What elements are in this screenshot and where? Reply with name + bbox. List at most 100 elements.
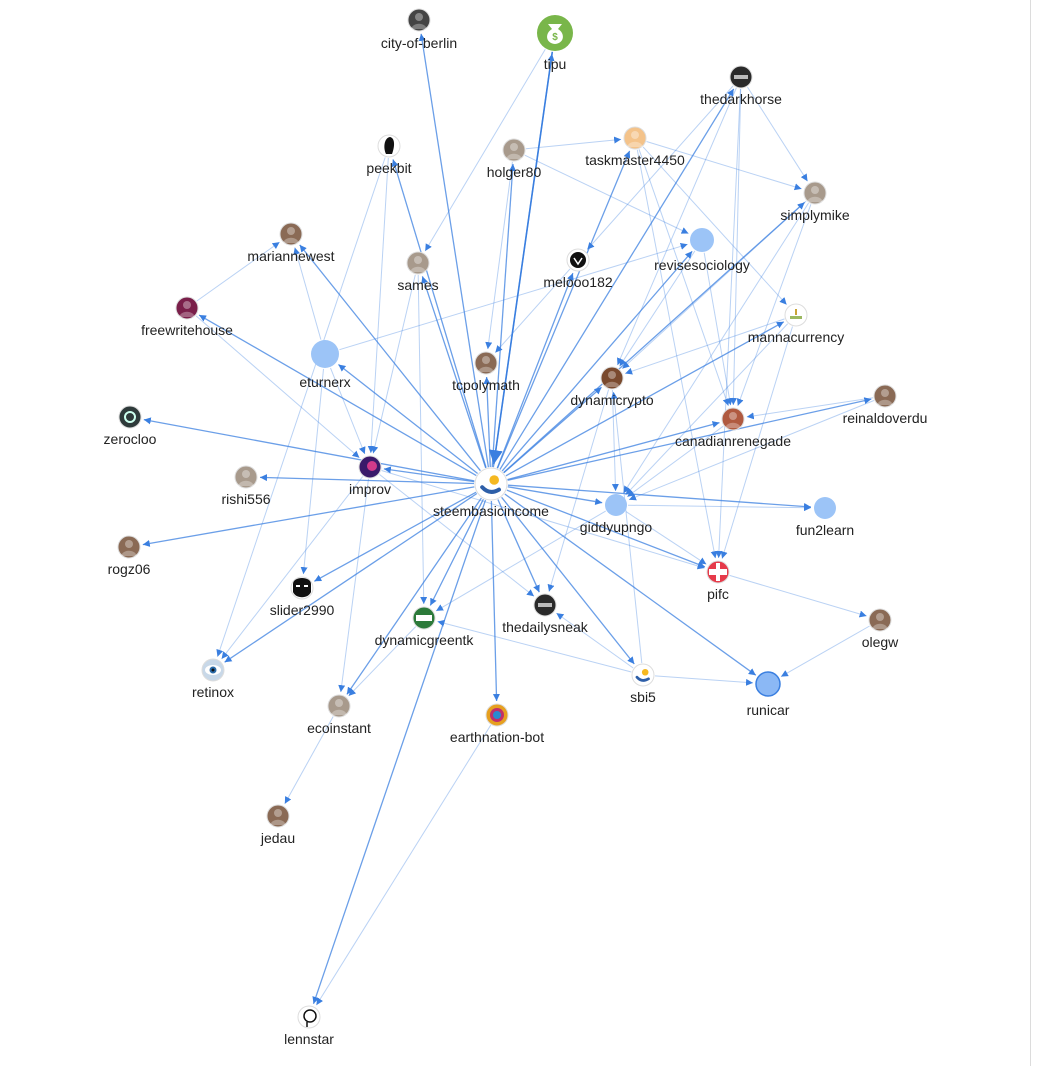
node-melooo182[interactable]: melooo182 [543, 248, 613, 290]
edge-steembasicincome-to-rogz06 [142, 486, 475, 547]
edge-sbi5-to-dynamicrypto [610, 391, 643, 664]
edge-sames-to-dynamicgreentk [417, 274, 428, 605]
edge-steembasicincome-to-rishi556 [259, 474, 475, 485]
node-label: eturnerx [299, 374, 350, 390]
edge-giddyupngo-to-fun2learn [627, 504, 812, 512]
node-label: mariannewest [247, 248, 334, 264]
node-label: tipu [544, 56, 567, 72]
node-label: taskmaster4450 [585, 152, 685, 168]
node-label: canadianrenegade [675, 433, 791, 449]
node-tipu[interactable]: $tipu [537, 15, 573, 72]
node-label: sames [397, 277, 438, 293]
edge-steembasicincome-to-simplymike [503, 201, 806, 474]
node-slider2990[interactable]: slider2990 [270, 576, 335, 618]
flag-avatar-icon [706, 560, 730, 584]
node-label: dynamicrypto [570, 392, 653, 408]
node-giddyupngo[interactable]: giddyupngo [580, 494, 653, 535]
edge-steembasicincome-to-holger80 [491, 163, 517, 468]
edge-freewritehouse-to-improv [195, 315, 360, 459]
edge-steembasicincome-to-peekbit [391, 159, 487, 468]
edge-freewritehouse-to-mariannewest [196, 241, 280, 302]
couple-avatar-icon [721, 407, 745, 431]
default-node-icon [605, 494, 627, 516]
green-badge-avatar-icon [412, 606, 436, 630]
node-label: jedau [260, 830, 295, 846]
edge-steembasicincome-to-revisesociology [501, 250, 693, 472]
node-mariannewest[interactable]: mariannewest [247, 222, 335, 264]
silhouette-avatar-icon [377, 134, 401, 158]
edge-steembasicincome-to-improv [383, 466, 475, 483]
node-peekbit[interactable]: peekbit [366, 134, 412, 176]
node-rogz06[interactable]: rogz06 [108, 535, 151, 577]
node-reinaldoverdu[interactable]: reinaldoverdu [843, 384, 928, 426]
node-steembasicincome[interactable]: steembasicincome [433, 467, 549, 519]
node-jedau[interactable]: jedau [260, 804, 295, 846]
edge-ecoinstant-to-jedau [284, 716, 334, 805]
edge-eturnerx-to-revisesociology [339, 242, 688, 351]
node-label: tcpolymath [452, 377, 520, 393]
node-revisesociology[interactable]: revisesociology [654, 228, 750, 273]
edge-steembasicincome-to-sbi5 [501, 496, 635, 665]
edge-tipu-to-sames [424, 49, 546, 252]
node-sbi5[interactable]: sbi5 [630, 663, 656, 705]
eye-avatar-icon [201, 658, 225, 682]
node-lennstar[interactable]: lennstar [284, 1005, 334, 1047]
dark-badge-avatar-icon [729, 65, 753, 89]
node-fun2learn[interactable]: fun2learn [796, 497, 854, 538]
node-rishi556[interactable]: rishi556 [221, 465, 271, 507]
edge-steembasicincome-to-earthnation-bot [490, 500, 500, 702]
edge-tipu-to-steembasicincome [488, 51, 554, 465]
node-retinox[interactable]: retinox [192, 658, 234, 700]
edge-steembasicincome-to-retinox [224, 492, 478, 663]
edge-steembasicincome-to-taskmaster4450 [496, 150, 631, 469]
node-label: zerocloo [104, 431, 157, 447]
node-runicar[interactable]: runicar [747, 671, 790, 718]
node-freewritehouse[interactable]: freewritehouse [141, 296, 233, 338]
node-thedarkhorse[interactable]: thedarkhorse [700, 65, 782, 107]
face-sketch-avatar-icon [297, 1005, 321, 1029]
scrollbar-track[interactable] [1030, 0, 1031, 1066]
edge-holger80-to-revisesociology [524, 154, 689, 234]
edge-holger80-to-taskmaster4450 [525, 136, 622, 150]
node-eturnerx[interactable]: eturnerx [299, 340, 351, 390]
node-canadianrenegade[interactable]: canadianrenegade [675, 407, 791, 449]
edge-dynamicgreentk-to-ecoinstant [348, 626, 417, 697]
node-city-of-berlin[interactable]: city-of-berlin [381, 8, 457, 51]
node-simplymike[interactable]: simplymike [780, 181, 850, 223]
default-node-icon [690, 228, 714, 252]
node-olegw[interactable]: olegw [862, 608, 899, 650]
node-layer: steembasicincome city-of-berlin $tipu theda… [104, 8, 928, 1047]
photo-avatar-icon [803, 181, 827, 205]
edge-taskmaster4450-to-pifc [636, 149, 718, 559]
node-taskmaster4450[interactable]: taskmaster4450 [585, 126, 685, 168]
node-sames[interactable]: sames [397, 251, 439, 293]
node-label: steembasicincome [433, 503, 549, 519]
node-zerocloo[interactable]: zerocloo [104, 405, 157, 447]
node-ecoinstant[interactable]: ecoinstant [307, 694, 371, 736]
edge-sames-to-improv [371, 274, 416, 454]
edge-steembasicincome-to-thedailysneak [497, 499, 540, 593]
edge-steembasicincome-to-slider2990 [313, 491, 477, 582]
photo-avatar-icon [502, 138, 526, 162]
node-dynamicgreentk[interactable]: dynamicgreentk [375, 606, 475, 648]
edge-pifc-to-olegw [729, 574, 867, 618]
edge-revisesociology-to-dynamicrypto [619, 250, 696, 367]
edge-sbi5-to-thedailysneak [556, 612, 634, 669]
node-mannacurrency[interactable]: mannacurrency [748, 303, 845, 345]
crypto-avatar-icon [600, 366, 624, 390]
node-holger80[interactable]: holger80 [487, 138, 542, 180]
node-dynamicrypto[interactable]: dynamicrypto [570, 366, 654, 408]
node-thedailysneak[interactable]: thedailysneak [502, 593, 589, 635]
node-pifc[interactable]: pifc [706, 560, 730, 602]
node-tcpolymath[interactable]: tcpolymath [452, 351, 520, 393]
edge-steembasicincome-to-city-of-berlin [418, 33, 490, 468]
node-earthnation-bot[interactable]: earthnation-bot [450, 703, 544, 745]
edge-steembasicincome-to-mannacurrency [505, 321, 785, 477]
edge-sbi5-to-dynamicgreentk [437, 619, 632, 673]
portrait-avatar-icon [266, 804, 290, 828]
node-label: holger80 [487, 164, 542, 180]
node-label: rogz06 [108, 561, 151, 577]
edge-simplymike-to-dynamicrypto [621, 200, 807, 369]
node-improv[interactable]: improv [349, 455, 391, 497]
